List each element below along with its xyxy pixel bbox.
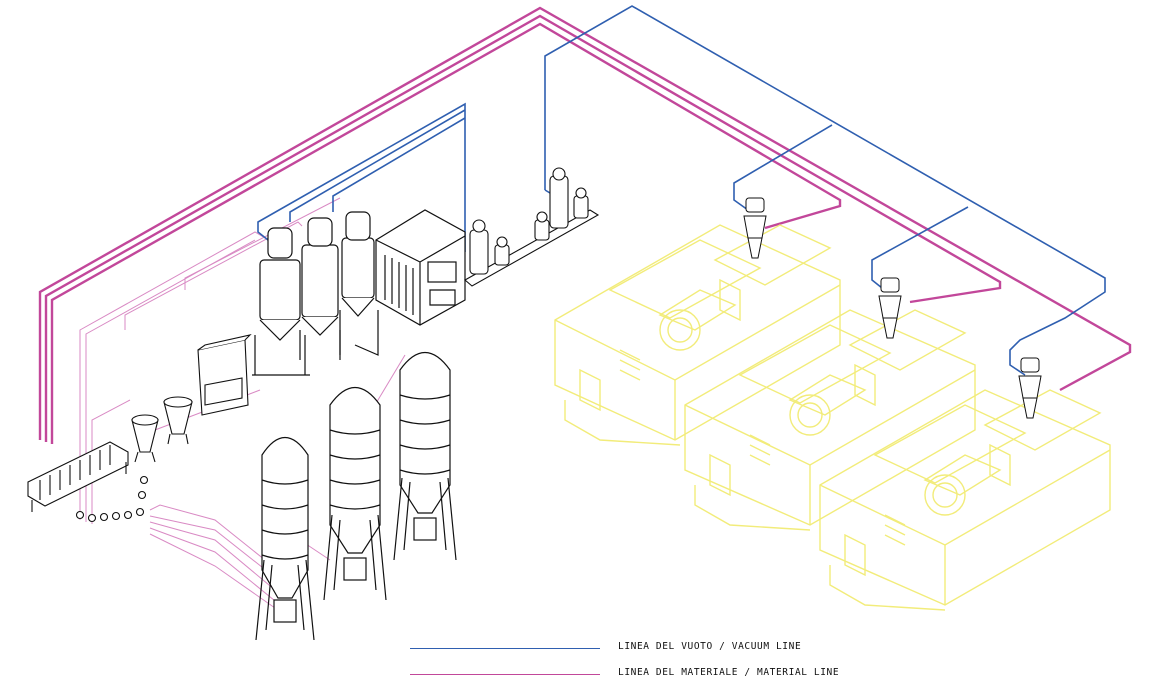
machine-loader-3 — [1018, 357, 1042, 419]
injection-machine-2 — [684, 309, 976, 531]
distribution-manifold — [27, 441, 129, 512]
dryer-unit — [375, 209, 466, 326]
drying-hopper-3 — [339, 211, 379, 356]
machine-loader-1 — [743, 197, 767, 259]
injection-machine-3 — [819, 389, 1111, 611]
vacuum-line-label: LINEA DEL VUOTO / VACUUM LINE — [618, 641, 802, 652]
material-line-main-2 — [44, 14, 1002, 442]
vacuum-pump-3 — [534, 211, 550, 241]
machine-loaders — [743, 197, 1042, 419]
drying-hopper-2 — [299, 217, 341, 360]
material-line-label: LINEA DEL MATERIALE / MATERIAL LINE — [618, 667, 840, 678]
drying-hoppers — [252, 209, 466, 376]
material-lines — [38, 6, 1132, 444]
machine-loader-2 — [878, 277, 902, 339]
vacuum-pump-4 — [549, 167, 569, 229]
vacuum-pump-5 — [573, 187, 589, 219]
vacuum-line-main — [544, 5, 1106, 376]
vacuum-pump-2 — [494, 236, 510, 266]
bag-bin-2 — [163, 396, 193, 445]
vacuum-pump-1 — [469, 219, 489, 275]
material-line-main-1 — [38, 6, 1132, 440]
rack-frame — [197, 334, 252, 416]
drying-hopper-1 — [252, 227, 310, 376]
silo-3 — [393, 352, 457, 561]
vacuum-pumps — [464, 167, 600, 287]
material-feed-lines — [79, 197, 406, 616]
legend-vacuum: LINEA DEL VUOTO / VACUUM LINE — [410, 639, 830, 659]
legend-material: LINEA DEL MATERIALE / MATERIAL LINE — [410, 665, 839, 685]
material-line-swatch — [410, 674, 600, 675]
injection-machines — [554, 224, 1111, 611]
manifold-valves — [75, 475, 149, 523]
silos — [255, 352, 457, 641]
injection-machine-1 — [554, 224, 841, 446]
material-line-main-3 — [50, 22, 842, 444]
small-equipment — [27, 334, 252, 523]
vacuum-lines — [257, 5, 1106, 376]
silo-1 — [255, 437, 315, 641]
vacuum-line-swatch — [410, 648, 600, 649]
bag-bin-1 — [131, 414, 159, 463]
silo-2 — [323, 387, 387, 601]
